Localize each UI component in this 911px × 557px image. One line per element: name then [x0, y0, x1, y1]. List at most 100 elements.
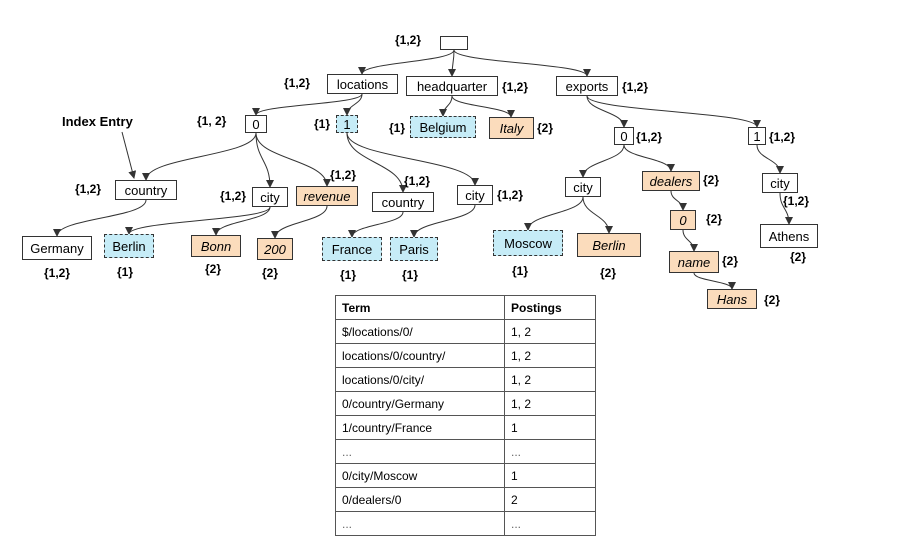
headquarter-postings-label: {1,2}	[502, 80, 529, 94]
bonn-postings-label: {2}	[205, 262, 222, 276]
country-node-b: country	[372, 192, 434, 212]
term-cell: ...	[335, 439, 505, 464]
edge-city-moscow	[524, 196, 584, 231]
edge-city-bonn	[212, 206, 271, 236]
moscow-postings-label: {1}	[512, 264, 529, 278]
postings-cell: 1, 2	[504, 391, 596, 416]
germany-node: Germany	[22, 236, 92, 260]
postings-cell: 1	[504, 463, 596, 488]
exports-0-postings-label: {1,2}	[636, 130, 663, 144]
city-b-postings-label: {1,2}	[497, 188, 524, 202]
revenue-postings-label: {1,2}	[330, 168, 357, 182]
term-cell: $/locations/0/	[335, 319, 505, 344]
edge-root-exports	[453, 49, 591, 77]
edge-1-country	[346, 132, 407, 193]
locations-0-postings-label: {1, 2}	[197, 114, 227, 128]
value-200-postings-label: {2}	[262, 266, 279, 280]
table-row: ......	[335, 439, 596, 464]
city-a-postings-label: {1,2}	[220, 189, 247, 203]
term-cell: 0/city/Moscow	[335, 463, 505, 488]
city-node-c: city	[565, 177, 601, 197]
value-200-node: 200	[257, 238, 293, 260]
table-row: locations/0/city/1, 2	[335, 367, 596, 392]
locations-1-node: 1	[336, 115, 358, 133]
postings-cell: ...	[504, 439, 596, 464]
country-node-a: country	[115, 180, 177, 200]
term-cell: 1/country/France	[335, 415, 505, 440]
edge-0-revenue	[255, 132, 331, 187]
exports-postings-label: {1,2}	[622, 80, 649, 94]
edge-exports-0	[586, 95, 628, 128]
edge-root-locations	[358, 49, 455, 75]
index-entry-arrow	[121, 131, 137, 179]
table-row: locations/0/country/1, 2	[335, 343, 596, 368]
locations-node: locations	[327, 74, 398, 94]
edge-0-city	[255, 132, 274, 188]
berlin-a-postings-label: {1}	[117, 265, 134, 279]
edge-root-headquarter	[448, 49, 457, 77]
city-node-a: city	[252, 187, 288, 207]
belgium-node: Belgium	[410, 116, 476, 138]
moscow-node: Moscow	[493, 230, 563, 256]
postings-cell: 1, 2	[504, 319, 596, 344]
paris-postings-label: {1}	[402, 268, 419, 282]
italy-postings-label: {2}	[537, 121, 554, 135]
root-postings-label: {1,2}	[395, 33, 422, 47]
berlin-b-postings-label: {2}	[600, 266, 617, 280]
country-b-postings-label: {1,2}	[404, 174, 431, 188]
postings-cell: ...	[504, 511, 596, 536]
locations-0-node: 0	[245, 115, 267, 133]
term-cell: ...	[335, 511, 505, 536]
edge-0-country	[142, 132, 257, 181]
exports-0-node: 0	[614, 127, 634, 145]
table-header-row: Term Postings	[335, 295, 596, 320]
term-cell: 0/country/Germany	[335, 391, 505, 416]
dealers-postings-label: {2}	[703, 173, 720, 187]
postings-cell: 1, 2	[504, 343, 596, 368]
term-header: Term	[335, 295, 505, 320]
athens-node: Athens	[760, 224, 818, 248]
edge-locations-0	[252, 93, 363, 116]
table-row: ......	[335, 511, 596, 536]
italy-node: Italy	[489, 117, 534, 139]
postings-header: Postings	[504, 295, 596, 320]
edge-0-dealers	[623, 144, 675, 172]
edge-dealers-0	[670, 190, 687, 211]
edge-0-name	[682, 229, 698, 252]
exports-1-postings-label: {1,2}	[769, 130, 796, 144]
edge-1-city	[346, 132, 479, 186]
city-node-d: city	[762, 173, 798, 193]
edge-locations-1	[343, 93, 363, 116]
edge-country-germany	[53, 199, 147, 237]
edge-city-paris	[410, 204, 476, 238]
edge-1-city-d	[756, 144, 784, 174]
belgium-postings-label: {1}	[389, 121, 406, 135]
table-row: $/locations/0/1, 2	[335, 319, 596, 344]
term-cell: locations/0/city/	[335, 367, 505, 392]
france-postings-label: {1}	[340, 268, 357, 282]
edge-0-city-c	[579, 144, 625, 178]
edge-exports-1	[586, 95, 761, 128]
city-node-b: city	[457, 185, 493, 205]
name-postings-label: {2}	[722, 254, 739, 268]
headquarter-node: headquarter	[406, 76, 498, 96]
root-node	[440, 36, 468, 50]
exports-node: exports	[556, 76, 618, 96]
edge-headquarter-belgium	[439, 95, 453, 117]
athens-postings-label: {2}	[790, 250, 807, 264]
postings-cell: 1, 2	[504, 367, 596, 392]
berlin-node-a: Berlin	[104, 234, 154, 258]
index-entry-label: Index Entry	[62, 114, 133, 129]
locations-postings-label: {1,2}	[284, 76, 311, 90]
paris-node: Paris	[390, 237, 438, 261]
locations-1-postings-label: {1}	[314, 117, 331, 131]
dealers-node: dealers	[642, 171, 700, 191]
edge-revenue-200	[271, 205, 328, 239]
berlin-node-b: Berlin	[577, 233, 641, 257]
country-a-postings-label: {1,2}	[75, 182, 102, 196]
